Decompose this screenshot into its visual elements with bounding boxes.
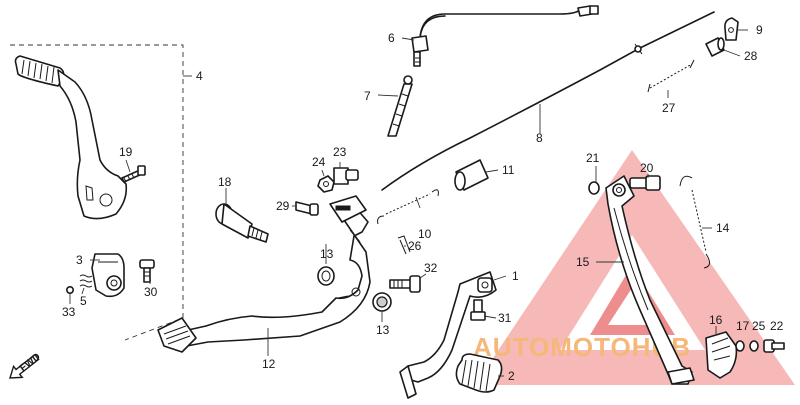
callout-10: 10	[418, 227, 432, 241]
pivot-spindle-18	[215, 203, 269, 243]
watermark-moto: MOTO	[550, 332, 632, 362]
bolt-22	[763, 339, 785, 353]
bolt-31	[470, 299, 486, 321]
callout-16: 16	[709, 313, 723, 327]
washer-13-upper	[317, 266, 335, 286]
pin-28	[705, 37, 725, 57]
washer-13-lower	[372, 292, 392, 312]
callout-31: 31	[498, 311, 512, 325]
brake-pedal-12	[157, 195, 371, 353]
callout-23: 23	[333, 145, 347, 159]
fwd-label: FWD	[18, 351, 43, 374]
callout-5: 5	[80, 294, 87, 308]
callout-3: 3	[76, 253, 83, 267]
callout-29: 29	[276, 199, 290, 213]
callout-9: 9	[756, 23, 763, 37]
callout-labels: 1 2 3 4 5 6 7 8 9 10 11 12 13 13 14 15 1…	[62, 23, 784, 383]
callout-28: 28	[744, 49, 758, 63]
leader-lines	[69, 29, 748, 377]
washer-17	[735, 340, 745, 352]
shift-rubber-2	[455, 353, 503, 393]
callout-26: 26	[408, 239, 422, 253]
callout-25: 25	[752, 319, 766, 333]
nut-24	[317, 175, 335, 193]
callout-15: 15	[576, 255, 590, 269]
callout-4: 4	[196, 69, 203, 83]
bolt-32	[389, 275, 421, 293]
fwd-direction-marker: FWD	[9, 351, 43, 379]
callout-32: 32	[424, 261, 438, 275]
stand-spring-14	[679, 175, 710, 269]
rod-7	[387, 75, 413, 137]
spring-27	[647, 59, 695, 93]
callout-13-upper: 13	[320, 247, 334, 261]
kick-starter-group-bracket	[10, 44, 192, 341]
spring-5	[79, 274, 93, 288]
cable-6	[411, 5, 599, 67]
kick-starter-arm	[14, 55, 128, 220]
bolt-30	[139, 259, 155, 283]
callout-7: 7	[364, 89, 371, 103]
fwd-arrow-icon	[9, 353, 40, 379]
callout-19: 19	[119, 145, 133, 159]
callout-1: 1	[512, 269, 519, 283]
side-stand-15	[605, 175, 695, 385]
callout-14: 14	[716, 221, 730, 235]
bolt-23	[333, 167, 359, 185]
sleeve-11	[454, 159, 489, 191]
callout-18: 18	[218, 175, 232, 189]
callout-21: 21	[586, 151, 600, 165]
joint-9	[724, 17, 739, 41]
callout-2: 2	[508, 369, 515, 383]
washer-25	[749, 340, 759, 352]
pivot-bolt-20	[629, 175, 661, 191]
callout-6: 6	[388, 31, 395, 45]
spring-10	[377, 189, 439, 225]
callout-11: 11	[502, 163, 515, 177]
callout-8: 8	[536, 131, 543, 145]
callout-22: 22	[770, 319, 784, 333]
callout-27: 27	[662, 101, 676, 115]
callout-30: 30	[144, 285, 158, 299]
gear-shift-pedal-1	[399, 271, 497, 399]
callout-24: 24	[312, 155, 326, 169]
washer-21	[588, 181, 600, 195]
cotter-pin-26	[397, 235, 411, 255]
callout-33: 33	[62, 305, 76, 319]
kick-pivot-assembly	[91, 253, 125, 298]
callout-13-lower: 13	[376, 323, 390, 337]
bolt-29	[295, 201, 319, 216]
callout-17: 17	[736, 319, 750, 333]
callout-20: 20	[640, 161, 654, 175]
ball-33	[66, 285, 75, 294]
brake-rod-8	[381, 11, 715, 191]
bolt-19	[121, 165, 146, 183]
callout-12: 12	[262, 357, 276, 371]
